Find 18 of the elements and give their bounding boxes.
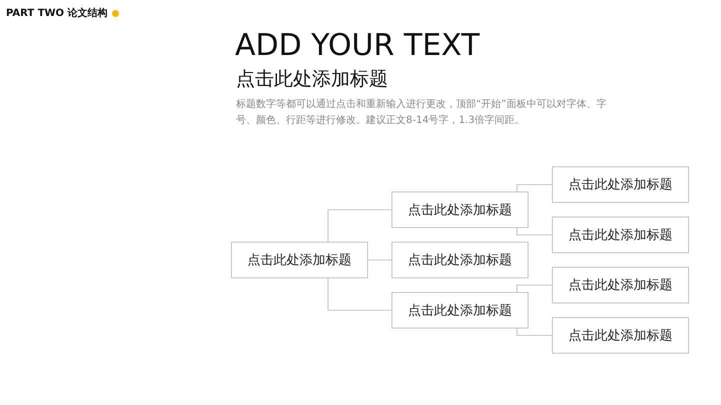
node-box: 点击此处添加标题 (552, 166, 689, 203)
connector (516, 227, 553, 236)
connector (516, 328, 553, 336)
title: ADD YOUR TEXT (235, 28, 480, 63)
node-box: 点击此处添加标题 (392, 192, 528, 228)
connector (328, 209, 392, 243)
node-box: 点击此处添加标题 (552, 266, 689, 304)
body-paragraph: 标题数字等都可以通过点击和重新输入进行更改，顶部“开始”面板中可以对字体、字号、颜色、行距等进行修改。建议正文8-14号字，1.3倍字间距。 (236, 98, 608, 128)
connector (328, 277, 392, 311)
subtitle: 点击此处添加标题 (236, 67, 388, 92)
connector (516, 284, 553, 293)
node-box: 点击此处添加标题 (392, 292, 528, 328)
node-box: 点击此处添加标题 (231, 242, 368, 278)
node-box: 点击此处添加标题 (552, 216, 689, 254)
node-box: 点击此处添加标题 (552, 317, 689, 354)
connector (516, 184, 553, 192)
section-heading: PART TWO 论文结构 (6, 6, 108, 20)
node-box: 点击此处添加标题 (392, 242, 528, 278)
